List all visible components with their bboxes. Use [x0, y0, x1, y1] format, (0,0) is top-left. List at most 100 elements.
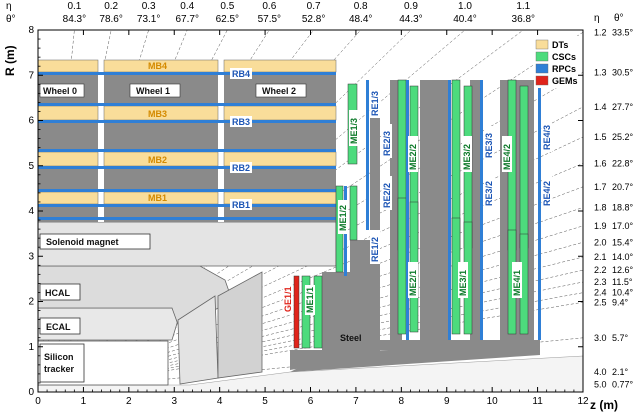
right-theta-value: 2.1° — [612, 367, 629, 377]
ge11-label-box: GE1/1 — [283, 285, 293, 315]
header-eta-value: 0.1 — [67, 1, 81, 12]
right-theta-value: 20.7° — [612, 182, 634, 192]
re13-label: RE1/3 — [370, 91, 380, 116]
wheel2-label: Wheel 2 — [262, 86, 296, 96]
right-theta-value: 27.7° — [612, 102, 634, 112]
hcal-label: HCAL — [45, 288, 70, 298]
legend-swatch — [535, 51, 549, 62]
header-eta-value: 0.5 — [220, 1, 234, 12]
right-theta-value: 5.7° — [612, 333, 629, 343]
mb1-label: MB1 — [148, 193, 167, 203]
me21-label: ME2/1 — [408, 270, 418, 296]
right-theta-value: 9.4° — [612, 297, 629, 307]
re43-label: RE4/3 — [542, 125, 552, 150]
header-eta-symbol: η — [6, 1, 12, 12]
re23-label-box: RE2/3 — [382, 124, 392, 158]
re13-line — [366, 80, 369, 230]
me22-label: ME2/2 — [408, 144, 418, 170]
x-tick-label: 7 — [353, 396, 359, 407]
header-eta-value: 0.9 — [404, 1, 418, 12]
legend-swatch — [535, 39, 549, 50]
header-theta-value: 40.4° — [453, 14, 476, 25]
right-eta-value: 2.3 — [594, 277, 607, 287]
re32-label-box: RE3/2 — [484, 174, 494, 208]
re33-label: RE3/3 — [484, 133, 494, 158]
right-theta-value: 33.5° — [612, 27, 634, 37]
me13-label-box: ME1/3 — [349, 110, 359, 146]
right-eta-value: 1.8 — [594, 202, 607, 212]
re13-label-box: RE1/3 — [370, 84, 380, 118]
right-eta-symbol: η — [594, 13, 600, 24]
wheel2-box — [255, 83, 307, 98]
eta-line — [37, 242, 584, 393]
x-tick-label: 0 — [35, 396, 41, 407]
right-eta-value: 2.4 — [594, 288, 607, 298]
x-tick-label: 5 — [262, 396, 268, 407]
rpc-barrel-lines — [38, 72, 336, 220]
me42-label-box: ME4/2 — [502, 136, 512, 172]
me41-label-box: ME4/1 — [512, 262, 522, 298]
legend-swatch — [535, 63, 549, 74]
re22-label: RE2/2 — [382, 183, 392, 208]
header-eta-value: 1.0 — [458, 1, 472, 12]
x-tick-label: 10 — [487, 396, 499, 407]
header-theta-value: 57.5° — [258, 14, 281, 25]
header-theta-value: 84.3° — [63, 14, 86, 25]
solenoid-box — [39, 233, 151, 250]
y-tick-label: 8 — [28, 25, 34, 36]
re22-label-box: RE2/2 — [382, 176, 392, 210]
dt-stations — [37, 59, 337, 205]
right-eta-value: 1.3 — [594, 67, 607, 77]
x-tick-label: 4 — [217, 396, 223, 407]
right-theta-value: 25.2° — [612, 132, 634, 142]
header-theta-value: 44.3° — [399, 14, 422, 25]
eta-line — [37, 269, 584, 393]
right-eta-value: 1.9 — [594, 221, 607, 231]
right-eta-value: 1.7 — [594, 182, 607, 192]
re42-label: RE4/2 — [542, 181, 552, 206]
y-tick-label: 3 — [28, 251, 34, 262]
right-theta-value: 18.8° — [612, 202, 634, 212]
right-eta-value: 1.4 — [594, 102, 607, 112]
header-eta-value: 1.1 — [516, 1, 530, 12]
header-theta-value: 67.7° — [176, 14, 199, 25]
me32-label-box: ME3/2 — [462, 136, 472, 172]
mb4-label: MB4 — [148, 61, 167, 71]
wheel1-label: Wheel 1 — [136, 86, 170, 96]
x-tick-label: 11 — [532, 396, 543, 407]
right-eta-value: 1.5 — [594, 132, 607, 142]
x-tick-label: 9 — [444, 396, 450, 407]
me22-label-box: ME2/2 — [408, 136, 418, 172]
rb4-label: RB4 — [232, 69, 250, 79]
me41-label: ME4/1 — [512, 270, 522, 296]
rb2-box — [230, 162, 252, 173]
right-theta-value: 22.8° — [612, 158, 634, 168]
x-tick-label: 2 — [126, 396, 132, 407]
me12-label-box: ME1/2 — [338, 200, 348, 234]
eta-line — [37, 256, 584, 393]
wheel1-box — [129, 83, 181, 98]
me12-label: ME1/2 — [338, 205, 348, 231]
wheel-gap-1 — [98, 60, 104, 222]
right-eta-value: 5.0 — [594, 380, 607, 390]
re12-label-box: RE1/2 — [370, 230, 380, 264]
me11-label: ME1/1 — [305, 287, 315, 313]
legend-swatch — [535, 75, 549, 86]
header-theta-value: 78.6° — [99, 14, 122, 25]
rpc-endcap — [406, 80, 541, 340]
right-eta-value: 1.2 — [594, 27, 607, 37]
solenoid-label: Solenoid magnet — [46, 237, 119, 247]
header-eta-value: 0.4 — [180, 1, 194, 12]
hcal-box — [39, 283, 81, 301]
right-eta-value: 3.0 — [594, 333, 607, 343]
endcap-calo-2 — [217, 271, 263, 379]
rb1-box — [230, 199, 252, 210]
legend-label: CSCs — [552, 52, 576, 62]
ge11-label: GE1/1 — [283, 286, 293, 312]
me32-label: ME3/2 — [462, 144, 472, 170]
